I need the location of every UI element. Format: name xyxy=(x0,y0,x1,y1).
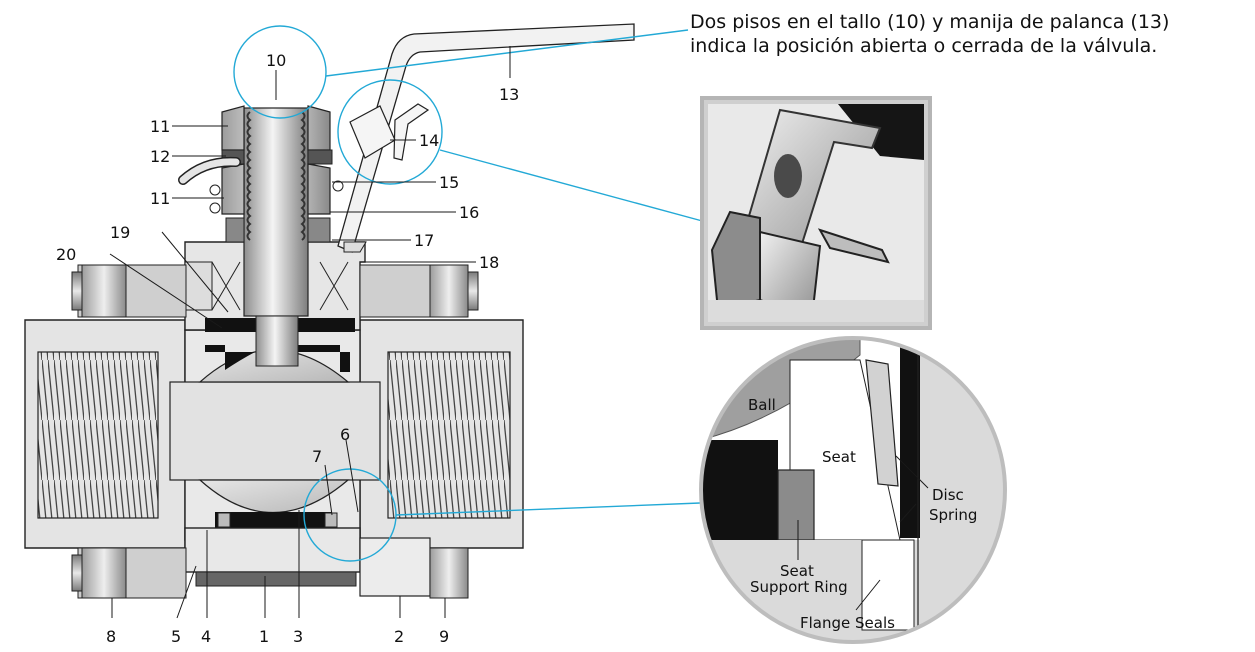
zoom-label-disc: Disc xyxy=(932,486,964,504)
bottom-bolt-bar xyxy=(195,571,357,587)
part-number-13: 13 xyxy=(499,85,519,104)
caption-line-1: Dos pisos en el tallo (10) y manija de p… xyxy=(690,11,1170,33)
flange-bolts xyxy=(71,264,479,599)
stem-threads xyxy=(246,111,306,241)
part-number-16: 16 xyxy=(459,203,479,222)
part-number-14: 14 xyxy=(419,131,439,150)
zoom-label-flange-seals: Flange Seals xyxy=(800,614,895,632)
callout-circle-stop xyxy=(337,79,443,185)
part-number-3: 3 xyxy=(293,627,303,646)
zoom-label-ball: Ball xyxy=(748,396,776,414)
part-numbers: 10 13 11 12 11 14 15 16 17 18 19 20 6 7 … xyxy=(56,51,519,646)
zoom-label-seat-support-1: Seat xyxy=(780,562,814,580)
callout-line-photo xyxy=(439,149,707,223)
part-number-19: 19 xyxy=(110,223,130,242)
part-leaders xyxy=(109,46,511,619)
part-number-11-bottom: 11 xyxy=(150,189,170,208)
part-number-12: 12 xyxy=(150,147,170,166)
part-number-5: 5 xyxy=(171,627,181,646)
caption: Dos pisos en el tallo (10) y manija de p… xyxy=(690,10,1250,58)
callout-circle-stem xyxy=(233,25,327,119)
part-number-2: 2 xyxy=(394,627,404,646)
part-number-11-top: 11 xyxy=(150,117,170,136)
part-number-15: 15 xyxy=(439,173,459,192)
part-number-17: 17 xyxy=(414,231,434,250)
part-number-4: 4 xyxy=(201,627,211,646)
part-number-18: 18 xyxy=(479,253,499,272)
callout-line-caption xyxy=(325,29,689,77)
part-number-20: 20 xyxy=(56,245,76,264)
part-number-10: 10 xyxy=(266,51,286,70)
valve-cross-section xyxy=(24,23,635,599)
bottom-flange xyxy=(184,527,361,573)
part-number-7: 7 xyxy=(312,447,322,466)
part-number-8: 8 xyxy=(106,627,116,646)
part-number-1: 1 xyxy=(259,627,269,646)
caption-line-2: indica la posición abierta o cerrada de … xyxy=(690,35,1158,57)
part-number-6: 6 xyxy=(340,425,350,444)
seat-zoom-inset: Ball Seat Disc Spring Seat Support Ring … xyxy=(699,336,1007,644)
zoom-label-seat-support-2: Support Ring xyxy=(750,578,848,596)
callout-line-zoom xyxy=(395,502,701,516)
stop-photo-inset xyxy=(700,96,932,330)
seat-upper xyxy=(205,345,350,372)
stem xyxy=(243,107,309,317)
lever-handle xyxy=(337,23,635,253)
seat-lower xyxy=(215,512,332,528)
zoom-label-spring: Spring xyxy=(929,506,977,524)
zoom-label-seat: Seat xyxy=(822,448,856,466)
part-number-9: 9 xyxy=(439,627,449,646)
callout-markers xyxy=(233,25,707,562)
